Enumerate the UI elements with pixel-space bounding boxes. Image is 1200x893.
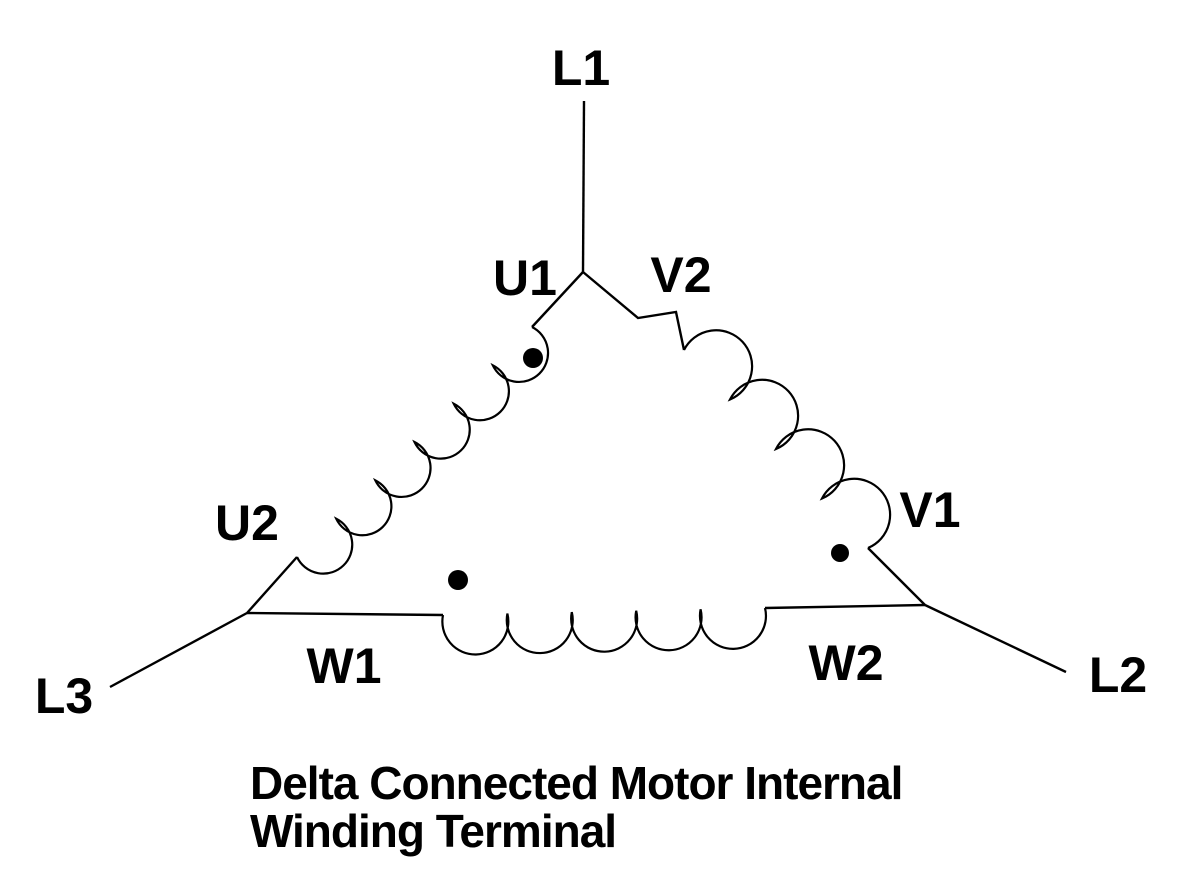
terminal-label-l1: L1 bbox=[552, 40, 610, 96]
caption-line-2: Winding Terminal bbox=[250, 805, 616, 857]
w-winding-coil bbox=[441, 607, 768, 656]
winding-label-u1: U1 bbox=[493, 250, 557, 306]
v-winding-coil bbox=[683, 329, 892, 550]
apex-to-v-coil-line bbox=[582, 271, 686, 351]
winding-label-v2: V2 bbox=[650, 247, 711, 303]
bottom-edge-left-line bbox=[246, 611, 444, 617]
phase-lead-l1-line bbox=[581, 100, 586, 273]
apex-to-u-coil-line bbox=[531, 271, 584, 328]
polarity-dot-w bbox=[448, 570, 468, 590]
winding-label-v1: V1 bbox=[899, 482, 960, 538]
caption-line-1: Delta Connected Motor Internal bbox=[250, 757, 902, 809]
winding-label-w1: W1 bbox=[307, 638, 382, 694]
u-winding-coil bbox=[296, 326, 550, 575]
polarity-dot-u bbox=[523, 348, 543, 368]
terminal-label-l3: L3 bbox=[35, 668, 93, 724]
terminal-label-l2: L2 bbox=[1089, 647, 1147, 703]
bottom-edge-right-line bbox=[764, 603, 926, 610]
v-coil-to-right-vertex-line bbox=[867, 547, 926, 606]
winding-label-u2: U2 bbox=[215, 495, 279, 551]
phase-lead-l2-line bbox=[924, 603, 1067, 674]
winding-label-w2: W2 bbox=[809, 635, 884, 691]
u-coil-to-left-vertex-line bbox=[246, 556, 298, 614]
phase-lead-l3-line bbox=[109, 611, 248, 689]
polarity-dot-v bbox=[831, 544, 849, 562]
